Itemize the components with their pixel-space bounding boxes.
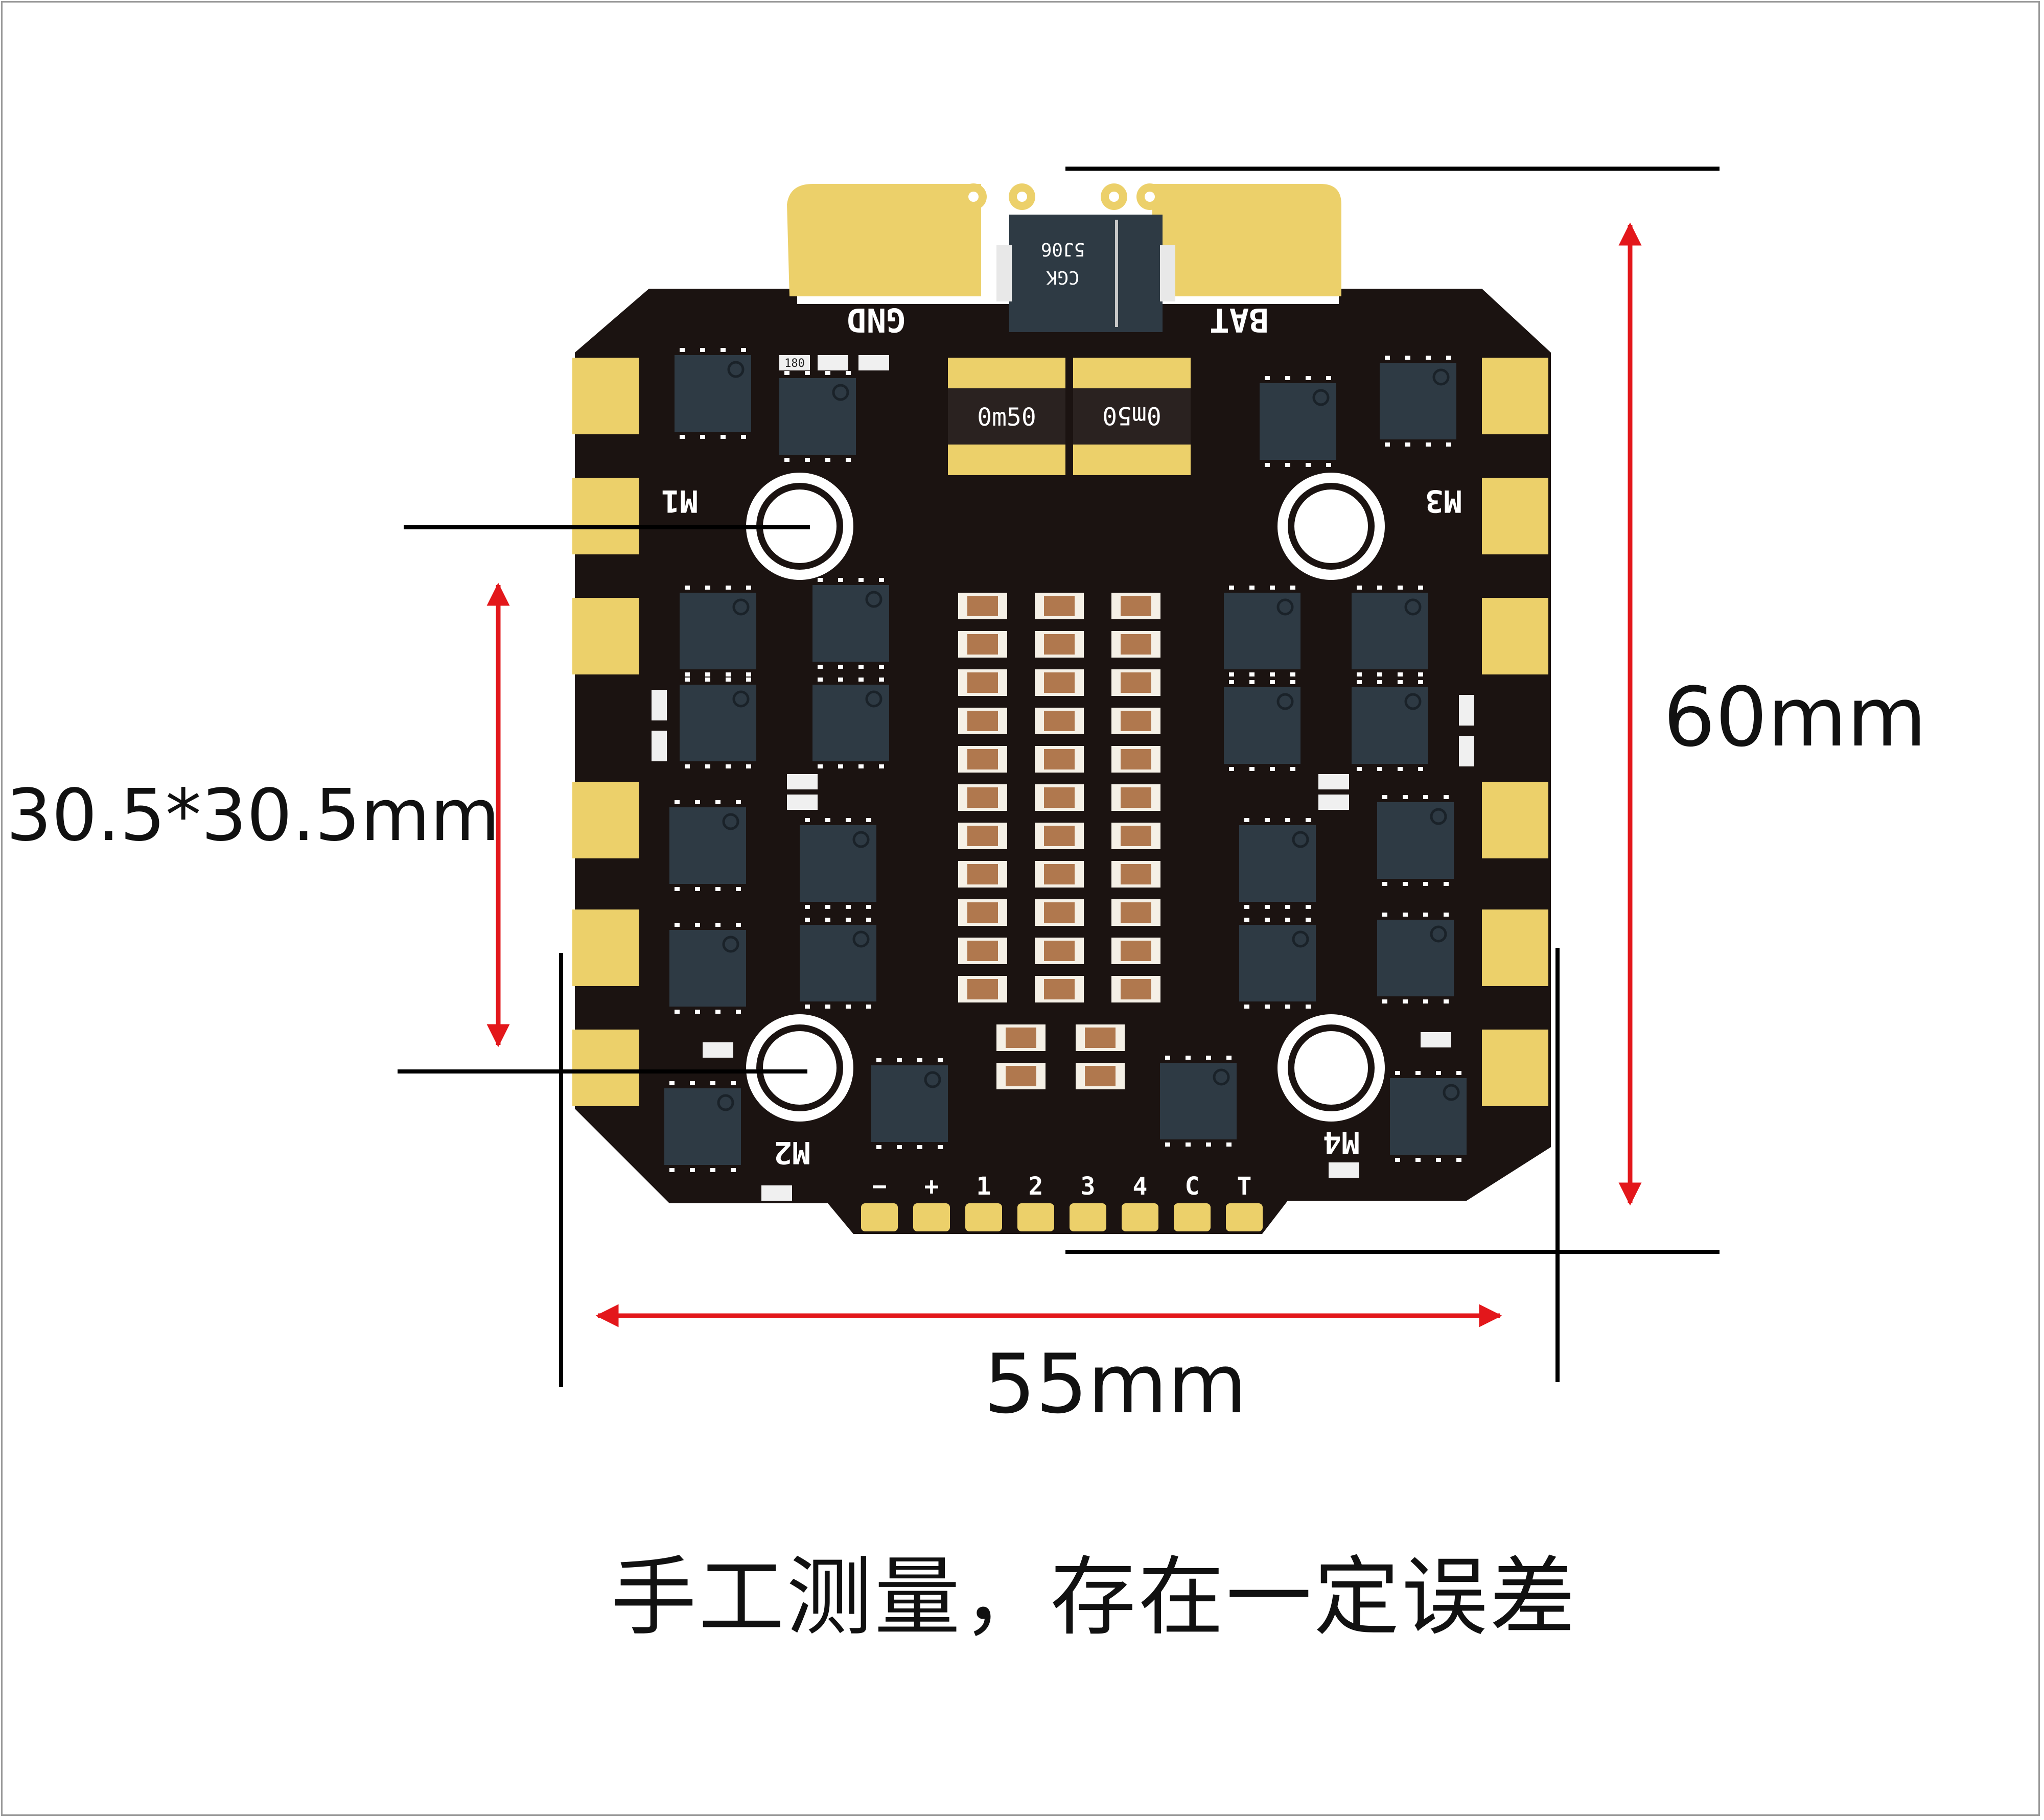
pin-label-1: 1 [977, 1172, 991, 1201]
shunt-right-marking: 0m50 [1102, 401, 1162, 430]
pin-label-minus: − [872, 1172, 887, 1201]
mount-pattern-label: 30.5*30.5mm [6, 774, 500, 857]
tvs-marking-2: CGK [1046, 267, 1079, 288]
pin-label-c: C [1185, 1172, 1200, 1201]
resistor-marking: 180 [784, 357, 805, 370]
gnd-battery-pad [787, 184, 981, 296]
signal-pin-labels: − + 1 2 3 4 C T [872, 1172, 1252, 1201]
tvs-marking-1: 5J06 [1041, 239, 1085, 260]
right-motor-pads [1482, 358, 1548, 1106]
pin-label-3: 3 [1081, 1172, 1096, 1201]
tvs-diode: 5J06 CGK [996, 215, 1175, 332]
height-dimension-label: 60mm [1663, 669, 1927, 765]
m4-label: M4 [1323, 1124, 1360, 1160]
pin-label-2: 2 [1029, 1172, 1043, 1201]
m1-label: M1 [661, 483, 698, 519]
mounting-holes [746, 473, 1385, 1122]
width-dimension-label: 55mm [984, 1336, 1247, 1432]
dimension-arrows [486, 222, 1642, 1327]
m3-label: M3 [1425, 483, 1462, 519]
pin-label-plus: + [924, 1172, 939, 1201]
dimension-extension-lines [398, 167, 1720, 1387]
left-motor-pads [572, 358, 639, 1106]
pin-label-4: 4 [1133, 1172, 1148, 1201]
bat-battery-pad [1152, 184, 1341, 296]
bat-label: BAT [1210, 300, 1269, 338]
current-shunt-left: 0m50 [948, 358, 1065, 475]
measurement-note: 手工测量，存在一定误差 [611, 1547, 1577, 1647]
signal-pin-pads [861, 1203, 1263, 1231]
shunt-left-marking: 0m50 [977, 403, 1036, 432]
top-wire-pins [960, 183, 1163, 210]
current-shunt-right: 0m50 [1073, 358, 1191, 475]
small-resistors: 180 [652, 355, 1474, 1201]
gnd-label: GND [847, 300, 906, 338]
m2-label: M2 [774, 1134, 810, 1170]
pin-label-t: T [1237, 1172, 1252, 1201]
